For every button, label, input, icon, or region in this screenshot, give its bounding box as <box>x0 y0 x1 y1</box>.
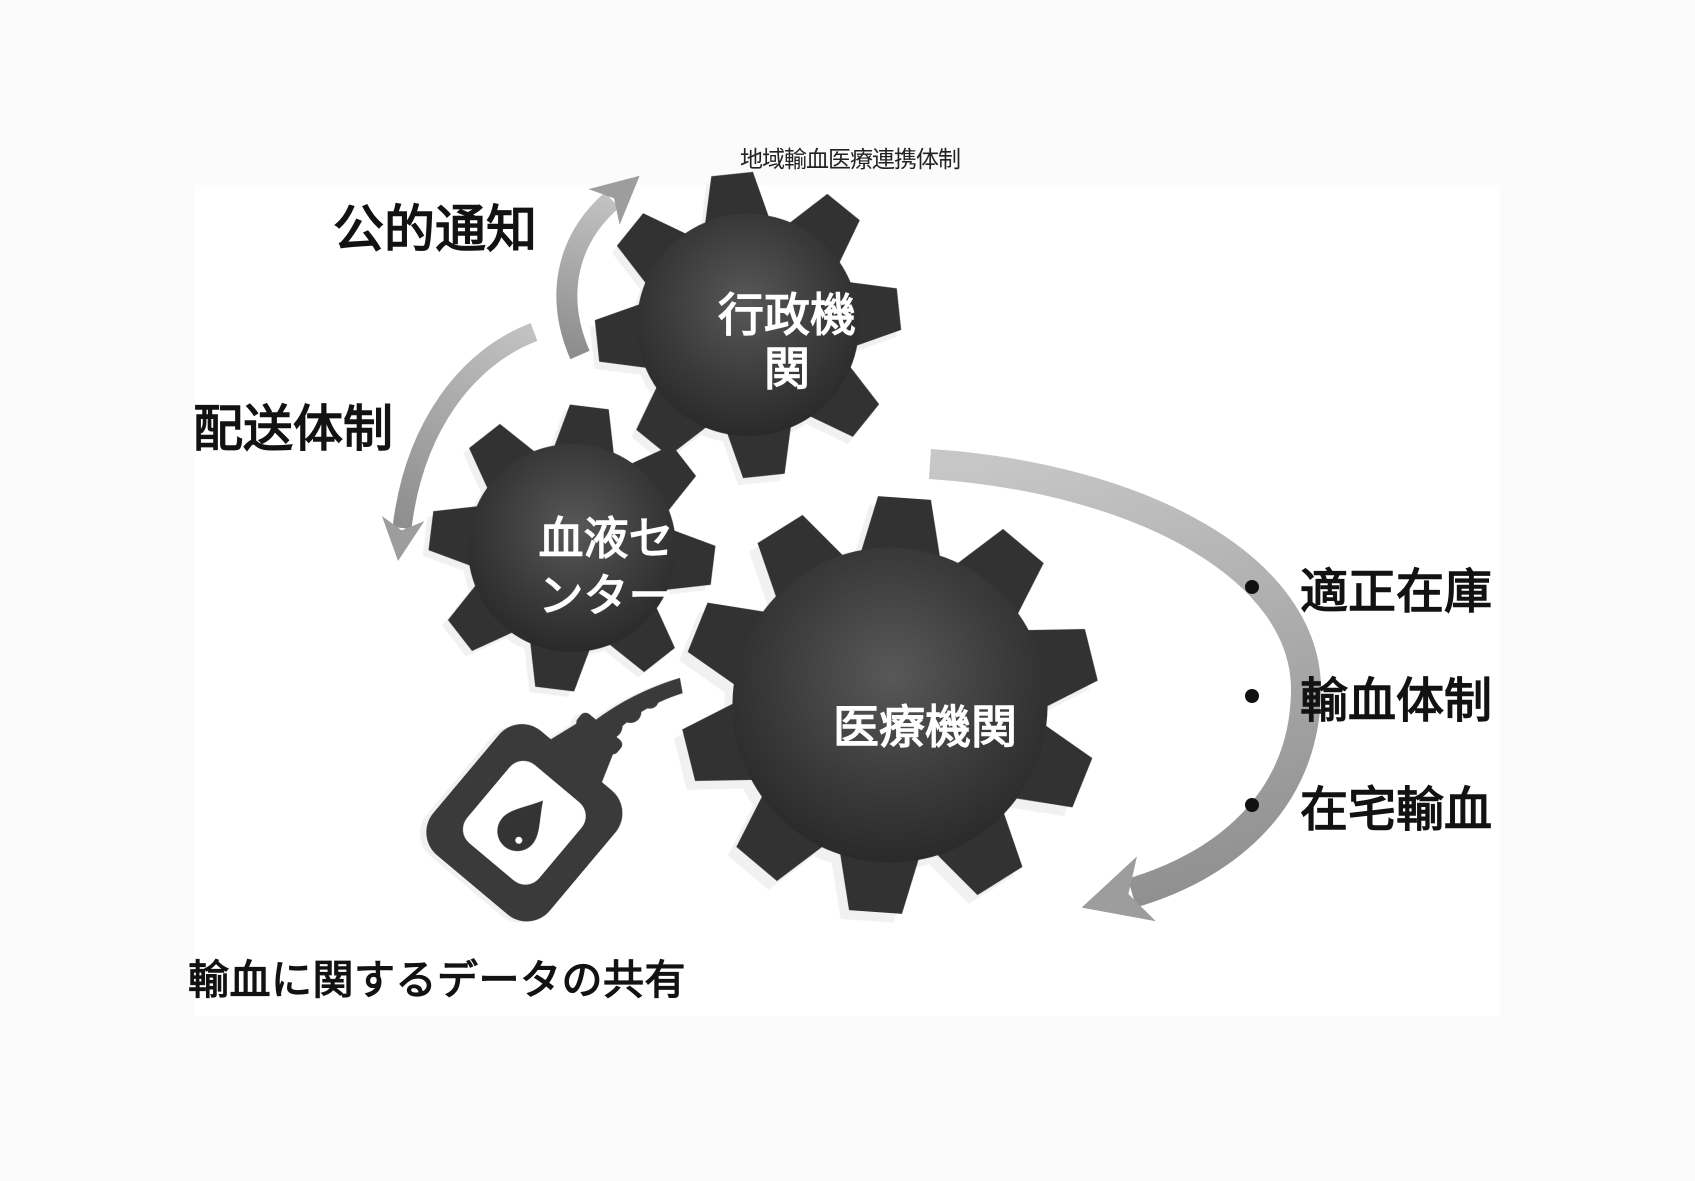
large-circular-arrow-icon <box>928 449 1322 922</box>
page-title: 地域輸血医療連携体制 <box>740 147 961 172</box>
gear-icon-medical <box>678 495 1102 915</box>
bullet-icon <box>1245 689 1259 703</box>
curved-arrow-up-icon <box>556 175 640 360</box>
list-item: 輸血体制 <box>1245 661 1492 731</box>
gear-label-admin: 行政機関 <box>718 289 856 395</box>
gear-label-medical: 医療機関 <box>833 701 1017 753</box>
curved-arrow-down-icon <box>381 323 538 562</box>
list-item-label: 輸血体制 <box>1300 675 1493 728</box>
gear-label-blood-center: 血液センター <box>538 513 674 621</box>
public-notice-label: 公的通知 <box>333 201 538 258</box>
oil-can-icon <box>426 677 683 922</box>
bullet-icon <box>1245 580 1259 594</box>
gear-icon-admin <box>593 170 903 480</box>
list-item-label: 適正在庫 <box>1300 566 1493 619</box>
benefit-list: 適正在庫 輸血体制 在宅輸血 <box>1245 552 1492 840</box>
list-item: 在宅輸血 <box>1245 770 1492 840</box>
bullet-icon <box>1245 798 1259 812</box>
delivery-system-label: 配送体制 <box>193 401 393 457</box>
gear-icon-blood-center <box>427 403 717 693</box>
list-item: 適正在庫 <box>1245 552 1492 622</box>
list-item-label: 在宅輸血 <box>1300 784 1493 837</box>
data-sharing-label: 輸血に関するデータの共有 <box>188 957 686 1003</box>
